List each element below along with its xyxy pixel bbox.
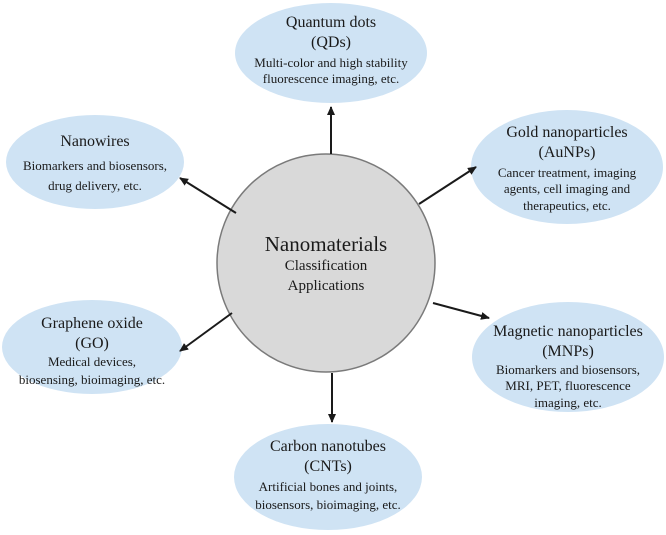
node-aunps-abbrev: (AuNPs)	[538, 144, 596, 161]
node-go-desc-1: Medical devices,	[47, 354, 137, 369]
node-aunps-desc-1: Cancer treatment, imaging	[497, 165, 637, 180]
arrow-to-go	[179, 312, 233, 352]
arrow-to-aunps	[418, 166, 477, 205]
node-go-ellipse	[2, 300, 182, 394]
node-mnps-title: Magnetic nanoparticles	[493, 323, 643, 340]
node-mnps-abbrev: (MNPs)	[542, 343, 594, 360]
node-qds-ellipse	[235, 3, 427, 103]
center-title: Nanomaterials	[264, 232, 388, 256]
node-cnts-title: Carbon nanotubes	[270, 438, 386, 455]
node-aunps-desc-3: therapeutics, etc.	[523, 197, 611, 213]
node-aunps-label: Gold nanoparticles (AuNPs) Cancer treatm…	[471, 123, 663, 214]
node-nanowires-desc-2: drug delivery, etc.	[48, 178, 142, 194]
node-nanowires-ellipse	[6, 115, 184, 209]
node-qds-title: Quantum dots	[285, 14, 377, 31]
node-cnts-label: Carbon nanotubes (CNTs) Artificial bones…	[234, 437, 422, 514]
node-cnts-desc-2: biosensors, bioimaging, etc.	[255, 497, 401, 513]
center-line-applications: Applications	[287, 277, 365, 294]
center-circle	[216, 153, 436, 373]
node-go-title: Graphene oxide	[41, 315, 143, 332]
node-mnps-desc-3: imaging, etc.	[534, 394, 602, 410]
node-aunps-ellipse	[471, 110, 663, 224]
center-label: Nanomaterials Classification Application…	[226, 232, 426, 296]
node-mnps-desc-1: Biomarkers and biosensors,	[495, 362, 641, 377]
node-nanowires-desc-1: Biomarkers and biosensors,	[22, 158, 168, 173]
node-aunps-desc-2: agents, cell imaging and	[503, 181, 631, 197]
node-go-abbrev: (GO)	[75, 335, 109, 352]
node-mnps-ellipse	[472, 302, 664, 412]
node-qds-desc-2: fluorescence imaging, etc.	[262, 71, 400, 87]
node-go-desc-2: biosensing, bioimaging, etc.	[18, 372, 166, 388]
node-go-label: Graphene oxide (GO) Medical devices, bio…	[2, 314, 182, 389]
node-aunps-title: Gold nanoparticles	[506, 124, 628, 141]
node-nanowires-title: Nanowires	[60, 133, 130, 150]
arrow-to-nanowires	[179, 177, 237, 214]
node-qds-abbrev: (QDs)	[311, 34, 351, 51]
node-nanowires-label: Nanowires Biomarkers and biosensors, dru…	[6, 132, 184, 195]
node-mnps-label: Magnetic nanoparticles (MNPs) Biomarkers…	[472, 322, 664, 411]
node-mnps-desc-2: MRI, PET, fluorescence	[505, 378, 631, 394]
node-cnts-ellipse	[234, 424, 422, 530]
node-cnts-abbrev: (CNTs)	[304, 458, 352, 475]
node-qds-desc-1: Multi-color and high stability	[254, 55, 408, 70]
node-cnts-desc-1: Artificial bones and joints,	[258, 479, 398, 494]
node-qds-label: Quantum dots (QDs) Multi-color and high …	[236, 13, 426, 88]
arrow-to-mnps	[432, 302, 490, 320]
center-line-classification: Classification	[284, 258, 368, 275]
